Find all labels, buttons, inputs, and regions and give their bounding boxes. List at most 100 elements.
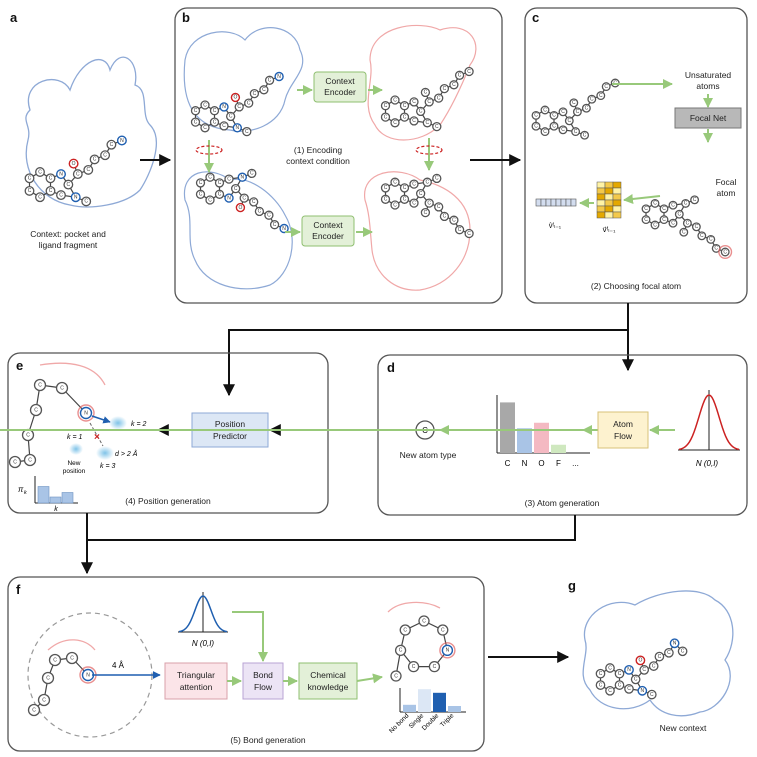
- carbon-atom: [691, 222, 701, 232]
- nitrogen-atom: [624, 665, 634, 675]
- carbon-atom: [434, 202, 444, 212]
- carbon-atom-symbol: C: [452, 218, 456, 224]
- carbon-atom: [720, 247, 730, 257]
- nitrogen-atom-symbol: N: [120, 138, 124, 144]
- carbon-atom-symbol: C: [208, 197, 212, 203]
- k2-label: k = 2: [131, 421, 146, 428]
- carbon-atom-symbol: C: [608, 688, 612, 694]
- carbon-atom-symbol: C: [384, 114, 388, 120]
- carbon-atom-symbol: C: [412, 118, 416, 124]
- nitrogen-atom-symbol: N: [59, 171, 63, 177]
- carbon-atom: [549, 110, 559, 120]
- panel-label-b: b: [182, 10, 190, 25]
- nitrogen-atom: [56, 169, 67, 180]
- atom-flow-box: [597, 411, 649, 449]
- carbon-atom: [464, 228, 474, 239]
- panel-d-frame: [377, 354, 748, 516]
- carbon-atom: [641, 215, 651, 225]
- carbon-atom-symbol: C: [49, 188, 53, 194]
- carbon-atom: [432, 173, 442, 184]
- carbon-atom: [682, 218, 692, 228]
- carbon-atom: [249, 197, 259, 207]
- carbon-atom: [690, 195, 700, 205]
- carbon-atom: [664, 647, 674, 658]
- carbon-atom-symbol: C: [273, 222, 277, 228]
- carbon-atom: [205, 172, 215, 182]
- panel-e-frame: [7, 352, 329, 514]
- carbon-atom: [601, 82, 611, 92]
- new-position-label-2: position: [63, 468, 86, 475]
- carbon-atom-symbol: C: [662, 206, 666, 212]
- rejected-mark: ×: [94, 432, 100, 443]
- carbon-atom-symbol: C: [60, 385, 64, 391]
- carbon-atom-symbol: C: [658, 654, 662, 660]
- carbon-atom: [650, 198, 660, 208]
- nitrogen-atom: [224, 193, 234, 203]
- panel-label-a: a: [10, 10, 18, 25]
- distance-label: d > 2 Å: [115, 449, 138, 458]
- carbon-atom: [399, 194, 410, 204]
- carbon-atom: [45, 185, 56, 196]
- panel-c-caption: (2) Choosing focal atom: [591, 281, 681, 291]
- position-hist-bar: [61, 492, 74, 504]
- carbon-atom-symbol: C: [435, 176, 439, 182]
- carbon-atom-symbol: C: [393, 202, 397, 208]
- carbon-atom: [8, 455, 22, 469]
- carbon-atom: [214, 189, 225, 199]
- carbon-atom-symbol: C: [234, 186, 238, 192]
- carbon-atom: [654, 651, 665, 662]
- context-encoder-bottom: [301, 215, 355, 247]
- carbon-atom: [264, 75, 275, 85]
- atom-flow-label-1: Atom: [613, 419, 633, 429]
- carbon-atom-symbol: C: [237, 104, 241, 110]
- carbon-atom: [449, 215, 459, 225]
- carbon-atom: [269, 220, 280, 230]
- carbon-atom-symbol: C: [70, 655, 74, 661]
- nitrogen-atom-symbol: N: [627, 667, 631, 673]
- carbon-atom-symbol: C: [49, 176, 53, 182]
- nitrogen-atom: [237, 172, 248, 182]
- carbon-atom: [264, 210, 274, 220]
- atom-flow-label-2: Flow: [614, 431, 633, 441]
- carbon-atom: [668, 218, 678, 228]
- normal-label-f: N (0,I): [192, 639, 215, 648]
- carbon-atom-symbol: C: [441, 627, 445, 633]
- nitrogen-atom-symbol: N: [282, 226, 286, 232]
- atom-type-bar: [534, 422, 549, 453]
- carbon-atom: [37, 693, 51, 707]
- carbon-atom-symbol: C: [543, 129, 547, 135]
- distance-label-f: 4 Å: [112, 661, 125, 670]
- bond-type-tick-label: Triple: [439, 712, 456, 729]
- nitrogen-atom-symbol: N: [86, 672, 90, 678]
- pi-label: π: [18, 485, 24, 494]
- rotation-icon-left: [195, 140, 223, 173]
- triangular-attention-label-1: Triangular: [177, 670, 215, 680]
- carbon-atom-symbol: C: [443, 86, 447, 92]
- carbon-atom-symbol: C: [576, 109, 580, 115]
- bond-type-bar: [418, 689, 431, 712]
- carbon-atom: [399, 112, 410, 122]
- nitrogen-atom: [79, 406, 93, 420]
- carbon-atom: [531, 121, 541, 131]
- context-encoder-top-label-1: Context: [325, 76, 355, 86]
- carbon-atom-symbol: C: [242, 195, 246, 201]
- carbon-atom: [399, 101, 410, 111]
- carbon-atom: [668, 200, 678, 210]
- carbon-atom-symbol: C: [627, 686, 631, 692]
- new-atom-type-label: New atom type: [400, 450, 457, 460]
- panel-label-g: g: [568, 578, 576, 593]
- carbon-atom: [224, 174, 234, 184]
- carbon-atom: [219, 121, 229, 131]
- oxygen-atom: [235, 202, 246, 213]
- carbon-atom-symbol: C: [599, 671, 603, 677]
- bond-flow-box: [242, 662, 284, 700]
- bond-type-bar: [433, 692, 446, 712]
- carbon-atom: [639, 665, 650, 675]
- carbon-atom: [677, 646, 688, 657]
- atom-type-tick-label: C: [505, 459, 511, 468]
- rotation-icon-right: [415, 138, 443, 171]
